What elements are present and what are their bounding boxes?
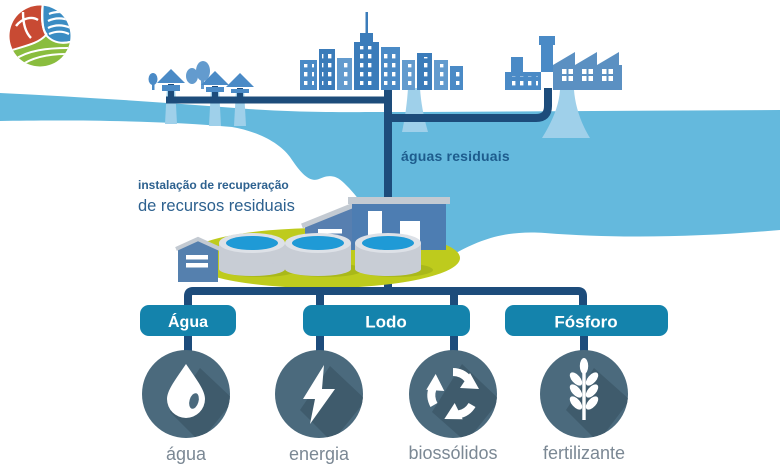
tree-icon	[148, 73, 158, 85]
product-label-fertilizante: fertilizante	[543, 443, 625, 463]
tree-icon	[196, 61, 210, 81]
pill-agua-label: Água	[168, 312, 208, 331]
badge-energia	[275, 350, 363, 438]
pill-agua: Água	[140, 305, 236, 336]
residential-houses	[148, 61, 254, 93]
pill-fosforo: Fósforo	[505, 305, 668, 336]
output-pills: Água Lodo Fósforo	[140, 305, 668, 336]
product-label-energia: energia	[289, 444, 350, 464]
house-icon	[226, 73, 254, 87]
pill-lodo: Lodo	[303, 305, 470, 336]
house-icon	[157, 69, 185, 83]
product-label-agua: água	[166, 444, 207, 464]
facility-label-line2: de recursos residuais	[138, 197, 295, 215]
org-logo	[9, 5, 71, 67]
badge-fertilizante	[540, 350, 628, 438]
facility-label-line1: instalação de recuperação	[138, 178, 289, 192]
factory	[505, 36, 622, 90]
clarifier-tank	[219, 233, 297, 277]
wastewater-label: águas residuais	[401, 148, 510, 164]
badge-agua	[142, 350, 230, 438]
clarifier-tank	[285, 233, 363, 277]
pill-fosforo-label: Fósforo	[554, 313, 617, 332]
wheat-icon	[569, 358, 599, 420]
clarifier-tank	[355, 233, 433, 277]
lightning-bolt-icon	[303, 365, 335, 424]
house-icon	[201, 71, 229, 85]
water-drop-icon	[167, 364, 205, 418]
chimney-icon	[541, 44, 553, 72]
treatment-plant	[175, 197, 460, 288]
sewer-pipes	[166, 84, 552, 291]
tree-icon	[186, 68, 198, 84]
plant-outbuilding	[175, 236, 221, 282]
badge-biossolidos	[409, 350, 497, 438]
city-skyline	[300, 12, 463, 90]
clarifier-tanks	[219, 233, 433, 277]
pill-lodo-label: Lodo	[365, 313, 407, 332]
product-label-biossolidos: biossólidos	[408, 443, 497, 463]
recycle-icon	[426, 368, 479, 420]
